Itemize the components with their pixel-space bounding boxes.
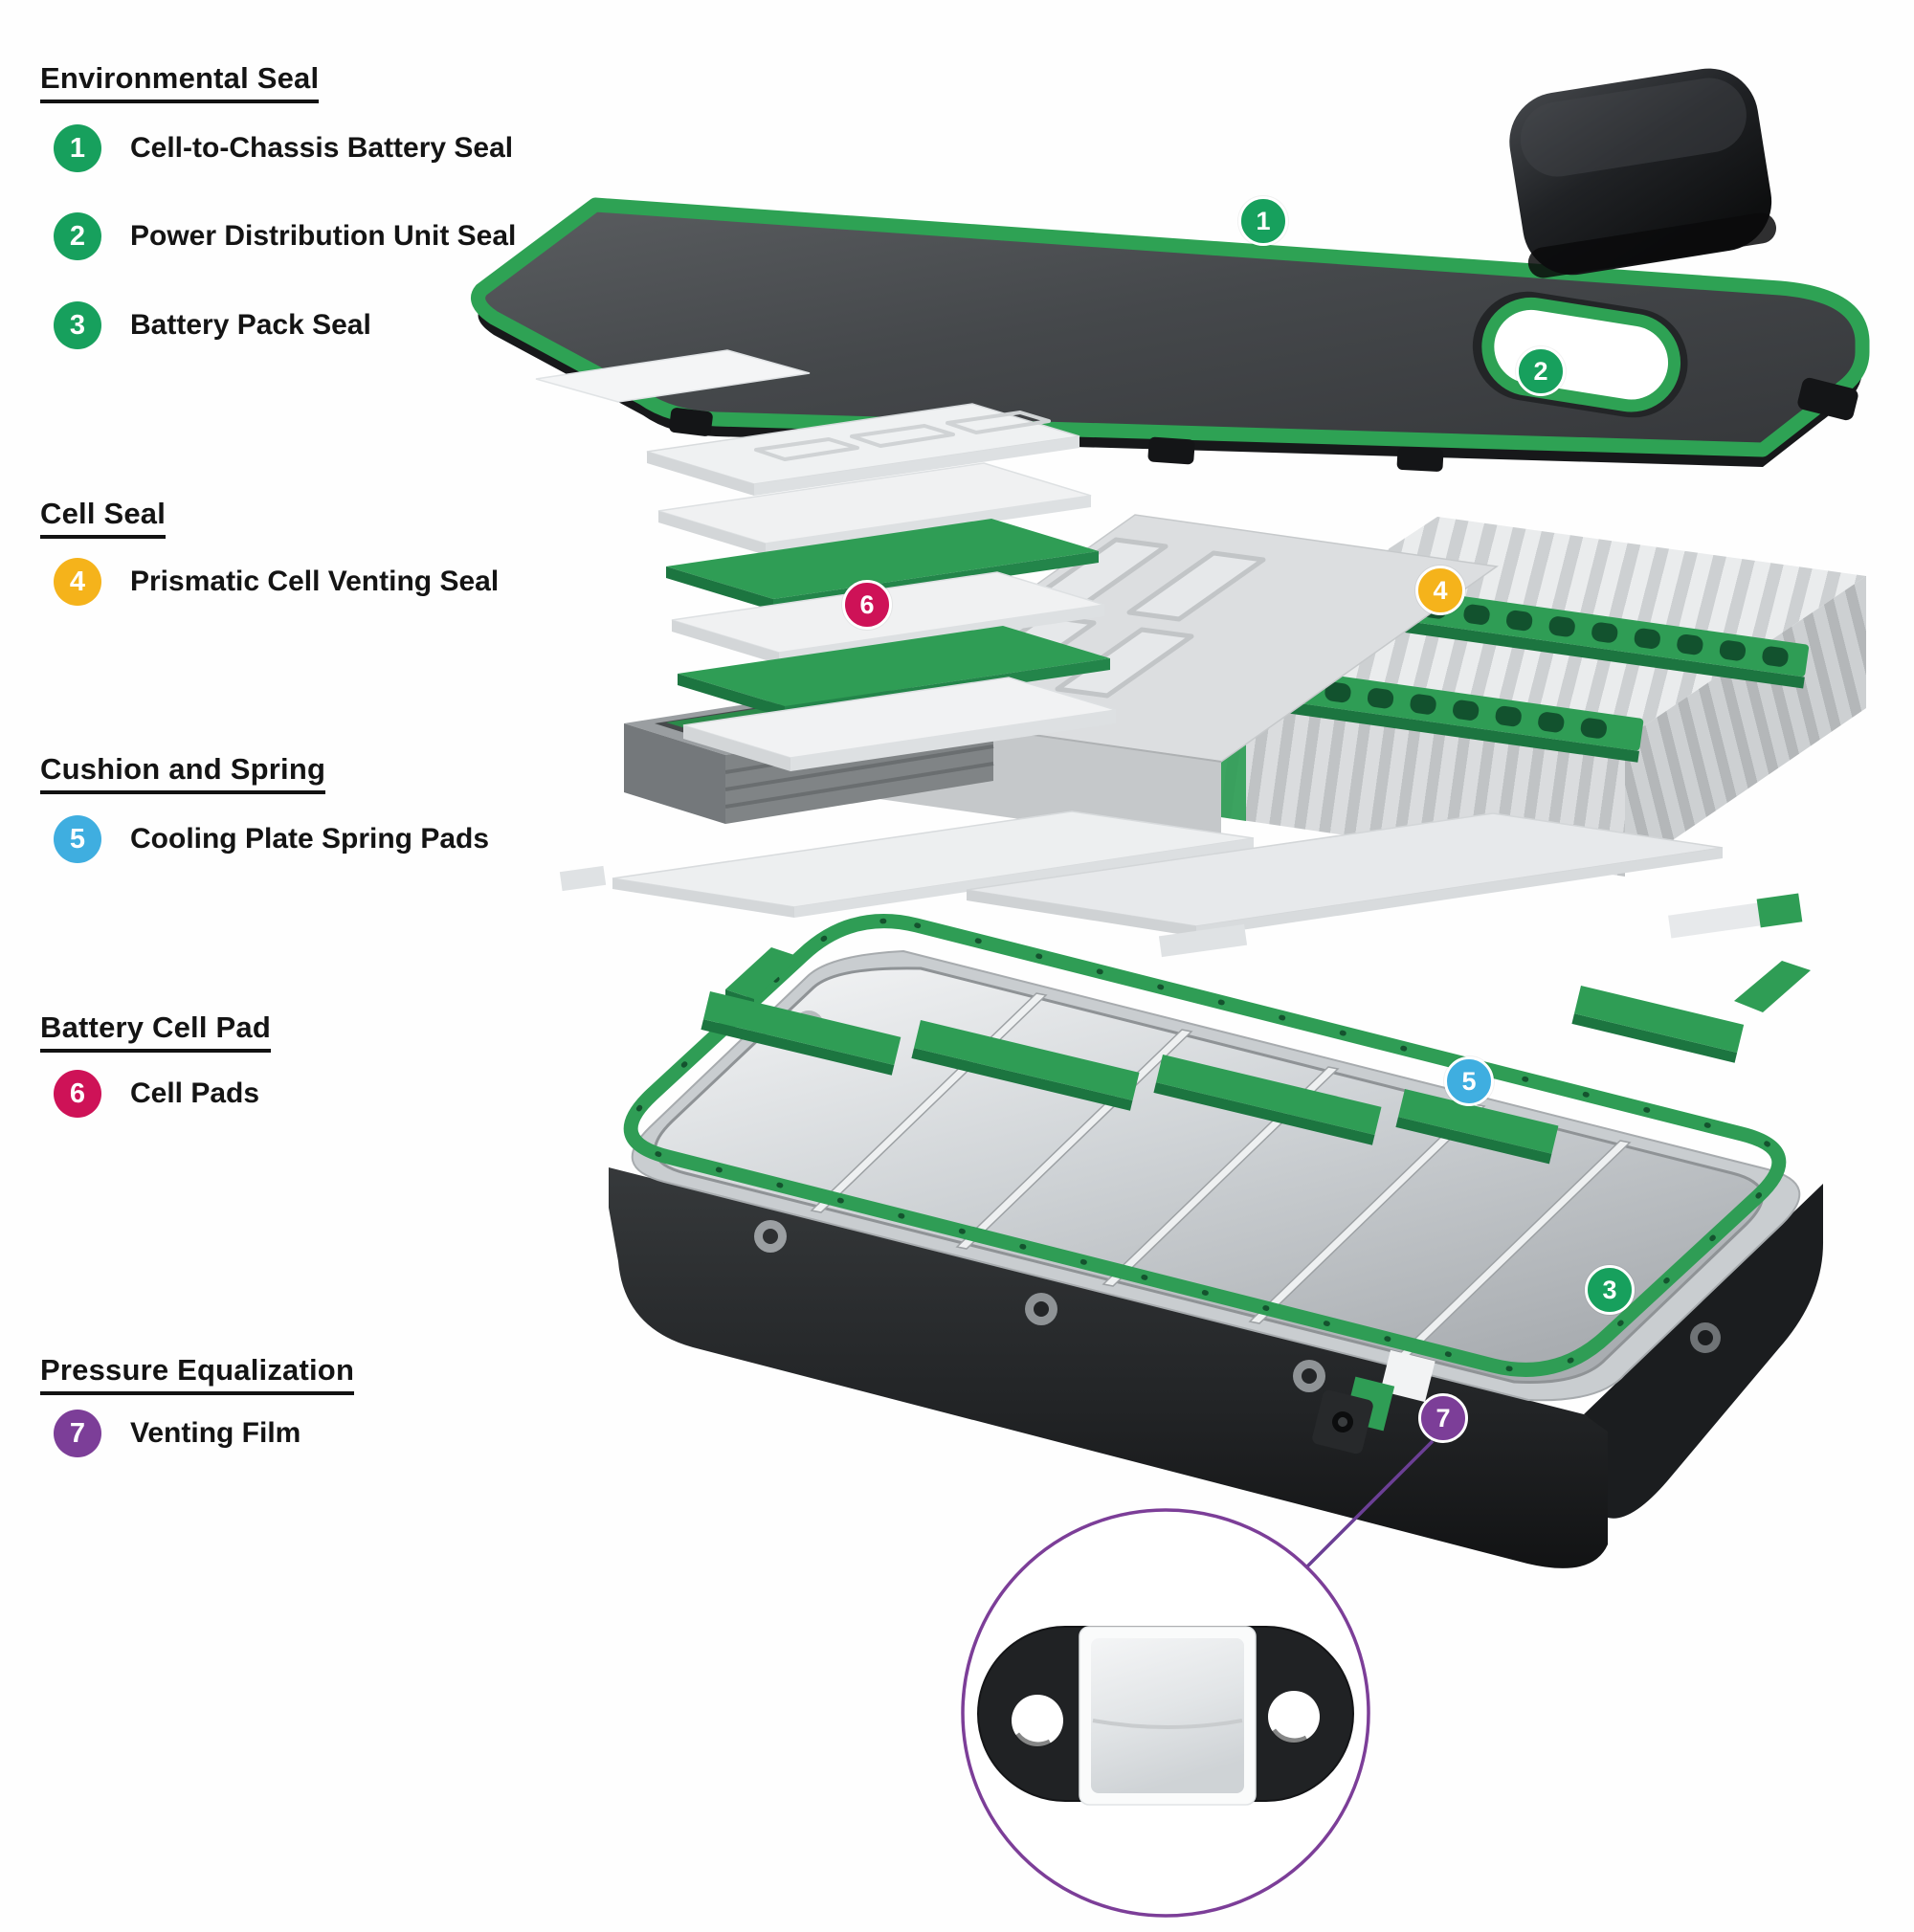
- cell-pad-green: [678, 626, 1110, 706]
- cooling-plate-spring-pads: [701, 947, 1811, 1165]
- legend-badge-5: 5: [54, 815, 101, 863]
- legend-heading-cushion-and-spring: Cushion and Spring: [40, 752, 326, 794]
- legend-label: Cell Pads: [130, 1077, 260, 1109]
- marker-number: 4: [1433, 575, 1448, 605]
- marker-6-cell-pads: 6: [842, 580, 892, 630]
- legend-heading-battery-cell-pad: Battery Cell Pad: [40, 1010, 271, 1053]
- marker-number: 5: [1461, 1066, 1477, 1096]
- legend-label: Cooling Plate Spring Pads: [130, 823, 490, 855]
- legend-badge-1: 1: [54, 124, 101, 172]
- cooling-plates: [559, 811, 1803, 958]
- legend-item-cell-pads: 6 Cell Pads: [54, 1069, 259, 1119]
- legend-label: Prismatic Cell Venting Seal: [130, 566, 500, 597]
- legend-item-prismatic-venting-seal: 4 Prismatic Cell Venting Seal: [54, 557, 499, 607]
- legend-heading-pressure-equalization: Pressure Equalization: [40, 1353, 355, 1395]
- cell-pad-green: [666, 519, 1099, 599]
- legend-heading-environmental-seal: Environmental Seal: [40, 61, 320, 103]
- marker-7-venting-film: 7: [1418, 1393, 1468, 1443]
- marker-4-prismatic-venting-seal: 4: [1415, 566, 1465, 615]
- power-distribution-unit-cover: [1509, 68, 1777, 278]
- marker-number: 3: [1602, 1275, 1617, 1304]
- venting-film-port: [1312, 1349, 1436, 1455]
- marker-number: 6: [859, 589, 875, 619]
- marker-number: 2: [1533, 356, 1548, 386]
- marker-2-pdu-seal: 2: [1516, 346, 1566, 396]
- legend-label: Cell-to-Chassis Battery Seal: [130, 132, 514, 164]
- callout-connector-line: [1302, 1439, 1435, 1571]
- marker-5-spring-pads: 5: [1444, 1056, 1494, 1106]
- marker-1-cell-to-chassis-seal: 1: [1238, 196, 1288, 246]
- tray-front-wall: [609, 1167, 1608, 1568]
- legend-label: Venting Film: [130, 1417, 301, 1449]
- legend-item-pdu-seal: 2 Power Distribution Unit Seal: [54, 211, 516, 261]
- legend-badge-3: 3: [54, 301, 101, 349]
- venting-film-detail-circle: [961, 1508, 1370, 1918]
- vent-plate-hole-left: [1012, 1695, 1063, 1746]
- legend-badge-4: 4: [54, 558, 101, 606]
- cooling-plate-tab-with-green-tip: [1668, 893, 1803, 939]
- legend-label: Power Distribution Unit Seal: [130, 220, 517, 252]
- battery-cover-layer: [471, 197, 1870, 472]
- venting-film-membrane: [1079, 1626, 1257, 1806]
- legend-badge-6: 6: [54, 1070, 101, 1118]
- legend-badge-2: 2: [54, 212, 101, 260]
- legend-item-battery-pack-seal: 3 Battery Pack Seal: [54, 300, 371, 350]
- marker-3-battery-pack-seal: 3: [1585, 1265, 1635, 1315]
- legend-heading-cell-seal: Cell Seal: [40, 497, 167, 539]
- marker-number: 7: [1436, 1403, 1451, 1432]
- marker-number: 1: [1256, 206, 1271, 235]
- legend-label: Battery Pack Seal: [130, 309, 371, 341]
- vent-plate-hole-right: [1268, 1691, 1320, 1743]
- battery-tray: [609, 914, 1824, 1568]
- legend-item-venting-film: 7 Venting Film: [54, 1409, 300, 1458]
- tray-mounting-ears: [754, 1010, 1721, 1392]
- cell-pad-stack: [535, 349, 1117, 771]
- legend-item-spring-pads: 5 Cooling Plate Spring Pads: [54, 814, 489, 864]
- legend-badge-7: 7: [54, 1410, 101, 1457]
- legend-item-cell-to-chassis-seal: 1 Cell-to-Chassis Battery Seal: [54, 123, 513, 173]
- battery-pack-seal-gasket: [623, 914, 1787, 1377]
